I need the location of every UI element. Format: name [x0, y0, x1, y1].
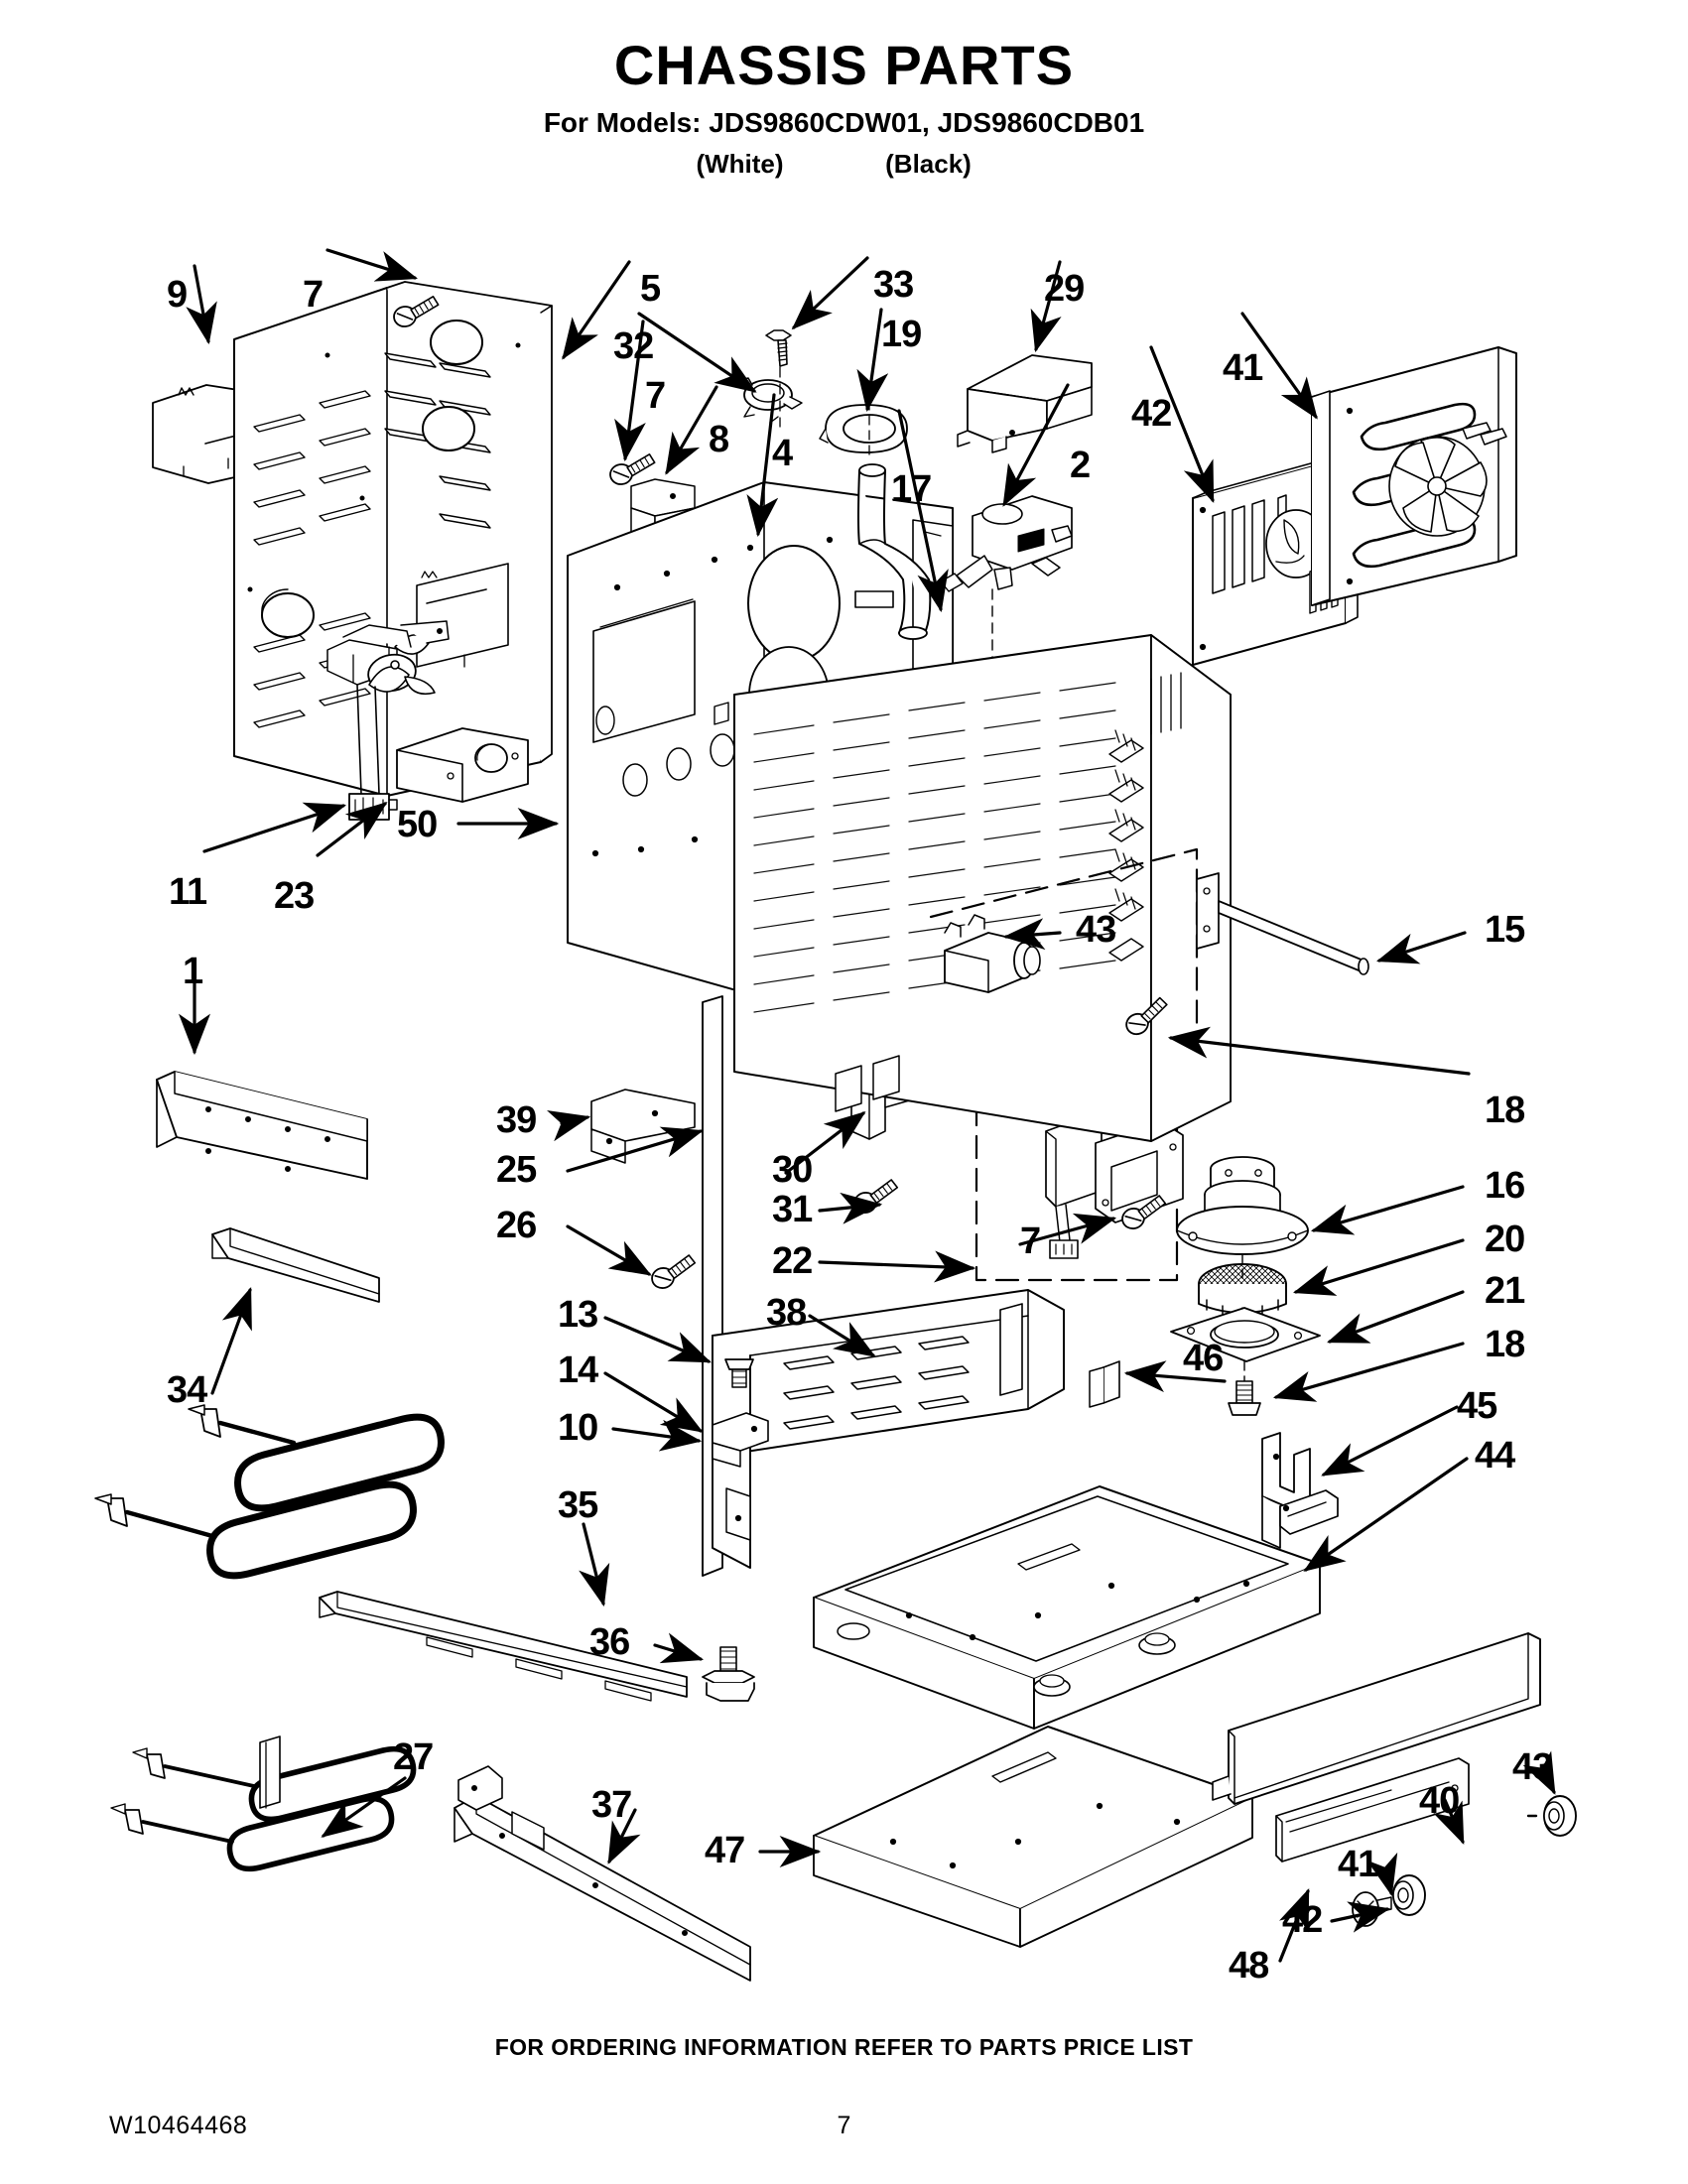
part-front-frame-38	[712, 1289, 1065, 1569]
callout-23[interactable]: 23	[274, 875, 315, 917]
page-title: CHASSIS PARTS	[613, 34, 1075, 96]
callout-41-lower[interactable]: 41	[1338, 1844, 1378, 1885]
callout-8[interactable]: 8	[709, 419, 729, 460]
callout-38[interactable]: 38	[766, 1292, 807, 1334]
part-vent-gasket	[819, 400, 908, 459]
callout-16[interactable]: 16	[1485, 1165, 1525, 1207]
callout-43-upper[interactable]: 43	[1076, 909, 1116, 951]
callout-33[interactable]: 33	[873, 264, 914, 306]
callout-30[interactable]: 30	[772, 1149, 813, 1191]
callout-5[interactable]: 5	[640, 268, 661, 310]
part-bottom-trim-34	[211, 1227, 380, 1303]
callout-37[interactable]: 37	[591, 1784, 632, 1826]
part-bake-element	[94, 1404, 445, 1580]
callout-34[interactable]: 34	[167, 1369, 207, 1411]
callout-50[interactable]: 50	[397, 804, 438, 845]
callout-36[interactable]: 36	[589, 1621, 630, 1663]
callout-27[interactable]: 27	[393, 1736, 434, 1778]
part-fan-mount-bracket	[396, 727, 529, 803]
part-bracket-14	[712, 1412, 769, 1468]
color-label-white: (White)	[696, 149, 784, 179]
callout-15[interactable]: 15	[1485, 909, 1525, 951]
document-code: W10464468	[109, 2112, 248, 2139]
color-label-black: (Black)	[885, 149, 972, 179]
callout-39[interactable]: 39	[496, 1099, 537, 1141]
callout-47[interactable]: 47	[705, 1830, 745, 1871]
callout-10[interactable]: 10	[558, 1407, 598, 1449]
part-screw-18-lower	[1228, 1380, 1261, 1416]
callout-22[interactable]: 22	[772, 1240, 813, 1282]
callout-21[interactable]: 21	[1485, 1270, 1525, 1312]
callout-18-upper[interactable]: 18	[1485, 1090, 1525, 1131]
callout-13[interactable]: 13	[558, 1294, 598, 1336]
part-leveling-leg	[702, 1646, 755, 1702]
callout-2[interactable]: 2	[1070, 445, 1091, 486]
callout-9[interactable]: 9	[167, 274, 188, 316]
model-list: For Models: JDS9860CDW01, JDS9860CDB01	[543, 107, 1145, 138]
callout-45[interactable]: 45	[1457, 1385, 1497, 1427]
callout-32[interactable]: 32	[613, 325, 654, 367]
ordering-info-note: FOR ORDERING INFORMATION REFER TO PARTS …	[494, 2034, 1194, 2060]
part-burner-mount-plate	[1170, 1307, 1321, 1382]
page-number: 7	[837, 2112, 851, 2139]
part-bottom-pan	[813, 1485, 1321, 1730]
callout-18-lower[interactable]: 18	[1485, 1324, 1525, 1365]
part-front-frame-trim	[156, 1071, 368, 1180]
callout-26[interactable]: 26	[496, 1205, 537, 1246]
callout-4[interactable]: 4	[772, 433, 793, 474]
part-burner-head	[1176, 1156, 1309, 1279]
part-rear-panel	[233, 281, 553, 797]
part-roller-wheel-41	[1392, 1874, 1426, 1916]
part-bottom-panel-47	[813, 1726, 1253, 1948]
part-broil-element	[110, 1735, 417, 1872]
part-roller-rail	[1275, 1757, 1470, 1863]
callout-11[interactable]: 11	[169, 871, 207, 913]
callout-31[interactable]: 31	[772, 1189, 813, 1230]
part-igniter-module	[1089, 1360, 1120, 1408]
callout-43-lower[interactable]: 43	[1512, 1746, 1553, 1788]
part-screw-26	[647, 1253, 701, 1292]
callout-14[interactable]: 14	[558, 1349, 598, 1391]
part-leg-bracket	[1261, 1432, 1339, 1549]
part-bracket-39	[590, 1089, 696, 1164]
callout-19[interactable]: 19	[881, 314, 922, 355]
callout-46[interactable]: 46	[1183, 1338, 1224, 1379]
part-screw-31	[849, 1178, 903, 1217]
callout-42-upper[interactable]: 42	[1131, 393, 1172, 435]
callout-29[interactable]: 29	[1044, 268, 1085, 310]
callout-35[interactable]: 35	[558, 1484, 598, 1526]
callout-25[interactable]: 25	[496, 1149, 537, 1191]
callout-40[interactable]: 40	[1419, 1780, 1460, 1822]
part-oven-cavity	[733, 634, 1232, 1142]
part-kick-plate-48	[1212, 1632, 1541, 1805]
part-rail-35	[319, 1591, 688, 1702]
part-screw-33	[765, 329, 792, 428]
part-cooling-fan-motor	[326, 620, 450, 696]
callout-41-upper[interactable]: 41	[1223, 347, 1263, 389]
callout-42-lower[interactable]: 42	[1282, 1899, 1323, 1941]
callout-1[interactable]: 1	[183, 951, 203, 992]
part-support-bracket-37	[454, 1765, 751, 1982]
callout-20[interactable]: 20	[1485, 1219, 1525, 1260]
document-header: CHASSIS PARTS For Models: JDS9860CDW01, …	[0, 0, 1688, 183]
callout-7-lower[interactable]: 7	[1020, 1220, 1041, 1262]
callout-7-top[interactable]: 7	[303, 274, 324, 316]
part-screw-13	[724, 1358, 754, 1388]
callout-44[interactable]: 44	[1475, 1435, 1515, 1477]
part-convection-fan-panel-41	[1311, 346, 1517, 606]
callout-48[interactable]: 48	[1229, 1945, 1269, 1987]
part-support-rod	[1196, 872, 1369, 975]
callout-17[interactable]: 17	[891, 468, 932, 510]
part-terminal-block-cover	[957, 354, 1093, 453]
part-burner-cap-screen	[1198, 1263, 1287, 1343]
part-roller-wheel-43	[1526, 1795, 1577, 1837]
color-legend: (White) (Black)	[0, 149, 1688, 183]
callout-7-mid[interactable]: 7	[645, 375, 666, 417]
